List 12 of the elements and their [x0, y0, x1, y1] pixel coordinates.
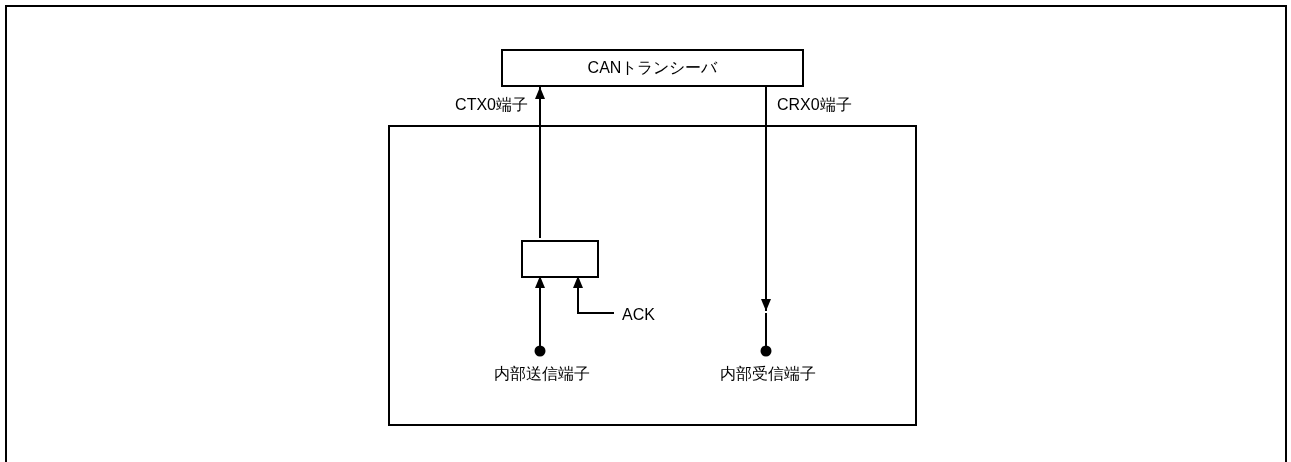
arrow	[761, 86, 771, 312]
pin-label: CRX0端子	[777, 95, 852, 115]
signal-label: ACK	[616, 304, 676, 326]
arrow	[573, 275, 615, 314]
arrow	[534, 275, 546, 357]
terminal-label: 内部受信端子	[698, 313, 838, 385]
pin-label: CTX0端子	[455, 95, 528, 115]
arrow	[535, 86, 545, 239]
terminal-label: 内部送信端子	[472, 353, 612, 385]
transceiver-box: CANトランシーバ	[501, 49, 804, 87]
block-box	[388, 125, 917, 426]
gate-box	[521, 240, 599, 278]
